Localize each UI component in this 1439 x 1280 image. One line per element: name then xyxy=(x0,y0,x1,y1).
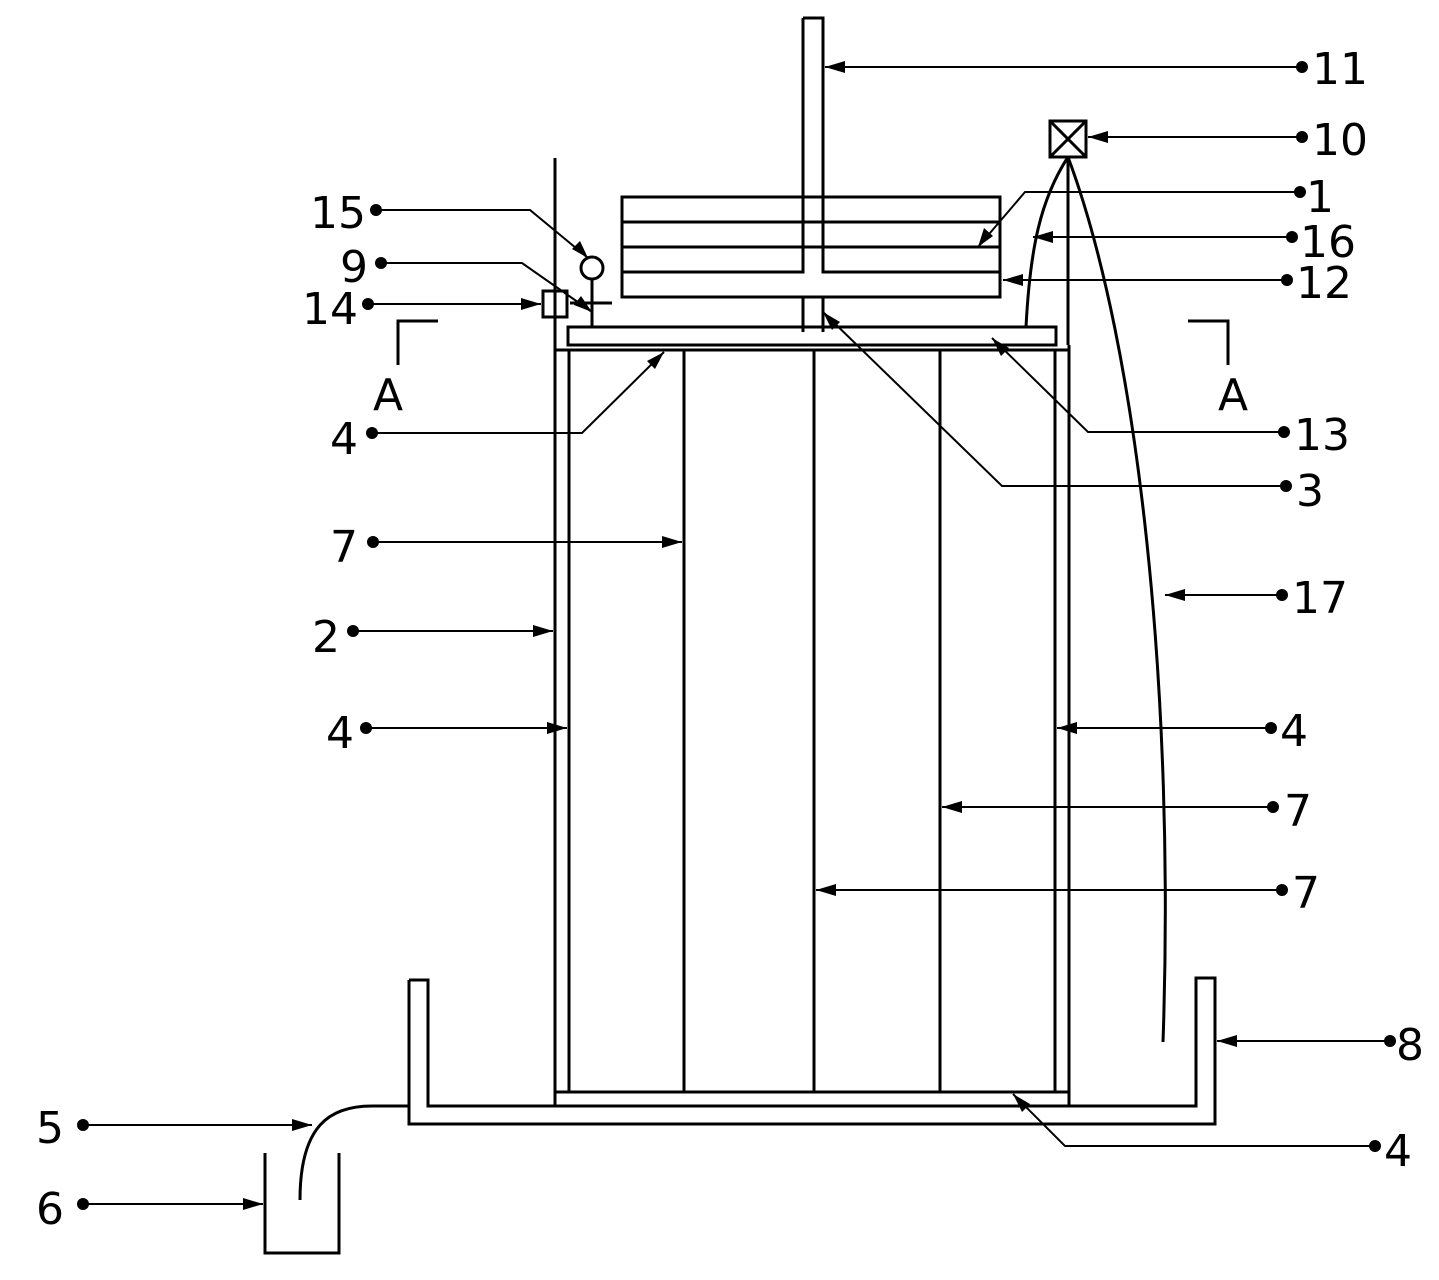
label-2: 2 xyxy=(312,612,340,663)
label-5: 5 xyxy=(36,1103,64,1154)
label-4-upper-left: 4 xyxy=(330,414,358,465)
gauge-15 xyxy=(579,255,605,281)
label-10: 10 xyxy=(1312,115,1368,166)
label-7-left: 7 xyxy=(330,522,358,573)
hose-16 xyxy=(1024,156,1070,328)
label-11: 11 xyxy=(1312,44,1368,95)
label-4-bottom: 4 xyxy=(1384,1126,1412,1177)
label-7-center: 7 xyxy=(1292,868,1320,919)
valve xyxy=(1048,119,1088,159)
reference-numerals: 11 10 1 16 12 15 9 14 13 3 4 7 2 17 4 4 … xyxy=(36,44,1424,1235)
label-7-right: 7 xyxy=(1284,786,1312,837)
section-label-right: A xyxy=(1218,370,1248,421)
label-12: 12 xyxy=(1296,258,1352,309)
partitions xyxy=(682,350,942,1092)
label-6: 6 xyxy=(36,1184,64,1235)
label-14: 14 xyxy=(302,284,358,335)
hose-17 xyxy=(1066,156,1167,1043)
collection-container xyxy=(263,1153,341,1255)
label-17: 17 xyxy=(1292,573,1348,624)
shaft xyxy=(622,16,1000,332)
label-1: 1 xyxy=(1306,172,1334,223)
label-9: 9 xyxy=(340,242,368,293)
collection-tray xyxy=(407,976,1217,1126)
cover-block xyxy=(620,195,1002,299)
leaders xyxy=(77,61,1396,1210)
label-3: 3 xyxy=(1296,466,1324,517)
section-mark-left: A xyxy=(373,319,438,421)
label-4-left: 4 xyxy=(326,708,354,759)
label-13: 13 xyxy=(1294,410,1350,461)
label-15: 15 xyxy=(310,188,366,239)
label-8: 8 xyxy=(1396,1020,1424,1071)
label-16: 16 xyxy=(1300,217,1356,268)
drain-pipe xyxy=(298,1104,409,1201)
top-plate xyxy=(566,325,1058,347)
vessel-walls xyxy=(553,158,1071,1106)
label-4-right: 4 xyxy=(1280,706,1308,757)
box-14 xyxy=(541,289,569,319)
section-mark-right: A xyxy=(1188,319,1248,421)
section-label-left: A xyxy=(373,370,403,421)
